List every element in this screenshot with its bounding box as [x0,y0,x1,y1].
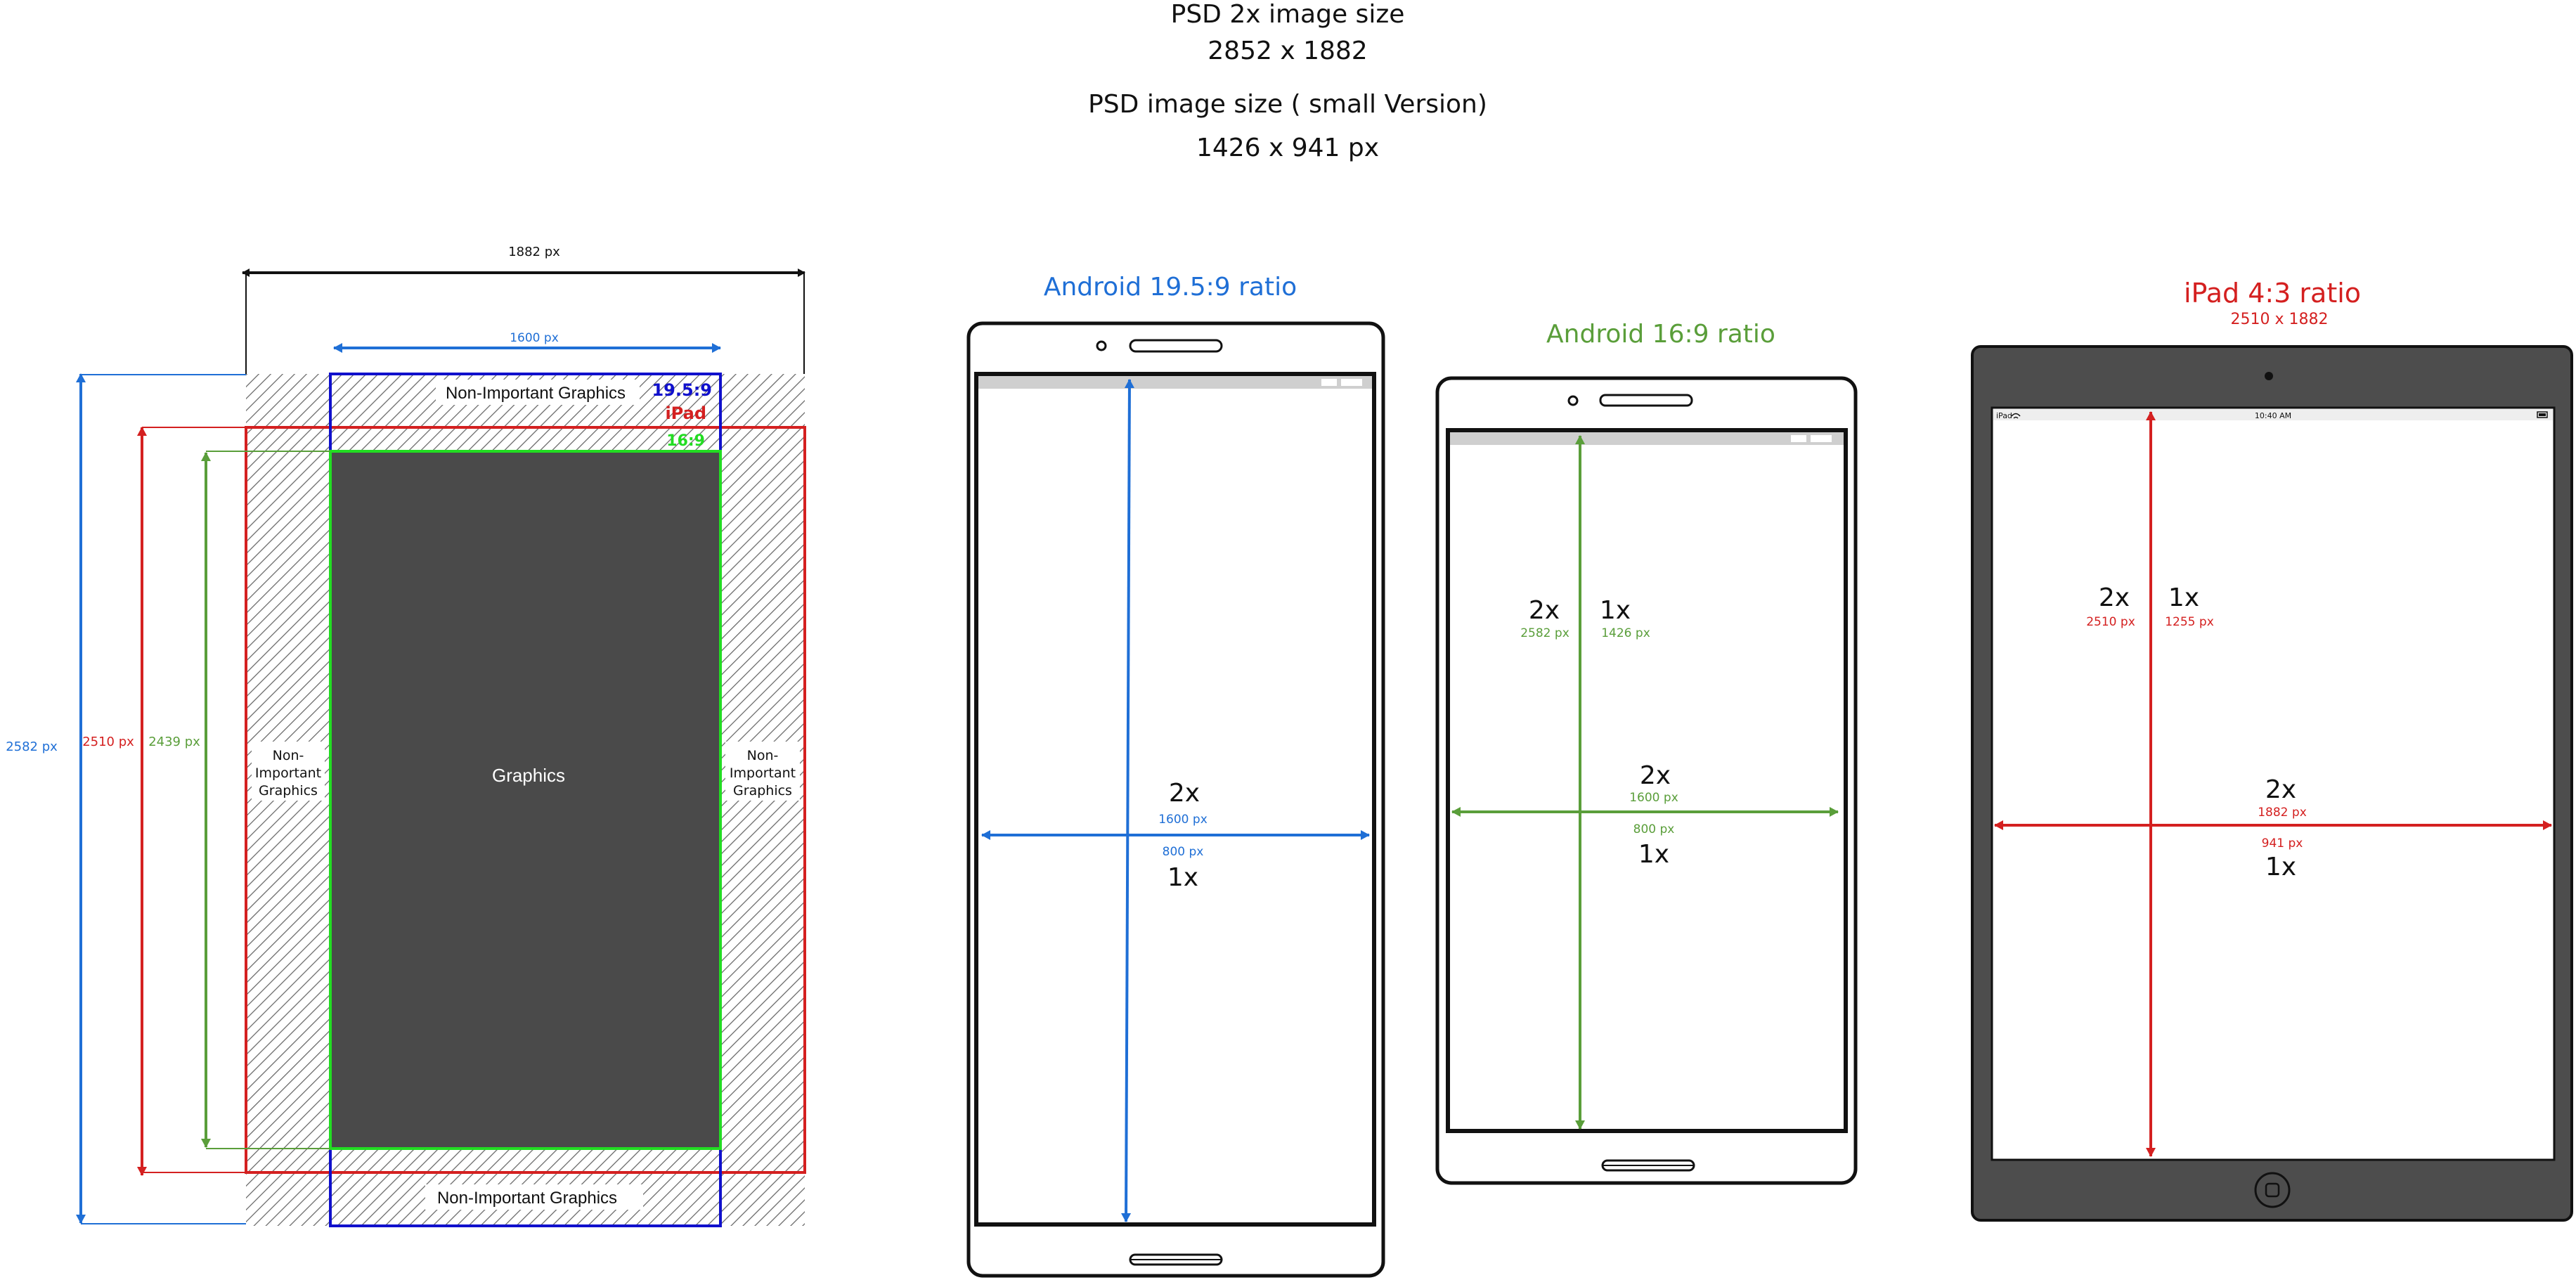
android-195-1x: 1x [1167,863,1198,892]
right-label-bg [725,742,800,801]
ipad-subtitle: 2510 x 1882 [2231,311,2329,328]
top-label-bg [436,380,640,405]
ipad-safe-rect [245,426,806,1174]
android-169-v-2x: 2x [1529,596,1560,625]
tag-169: 16:9 [666,432,705,450]
wifi-icon [2011,413,2021,419]
ipad-v-2x: 2x [2099,583,2130,612]
psd-small-value: 1426 x 941 px [1196,134,1379,162]
graphics-label: Graphics [492,765,565,786]
speaker-icon [1129,339,1223,353]
height-red-label: 2510 px [82,735,134,749]
ipad-h-941: 941 px [2262,836,2303,851]
bottom-label-bg [425,1184,643,1210]
ipad-h-1882: 1882 px [2258,806,2307,820]
android-195-device: Android 19.5:9 ratio 2x 1600 px 800 px 1… [966,273,1385,1278]
android-169-status-bar [1450,432,1844,445]
camera-icon [1096,340,1107,351]
android-169-h-1x: 1x [1638,840,1669,869]
android-195-status-bar [978,376,1372,389]
psd-small-label: PSD image size ( small Version) [1088,90,1487,119]
ipad-h-2x: 2x [2265,775,2296,804]
android-169-v-2582: 2582 px [1520,626,1569,640]
ipad-carrier: iPad [1996,411,2012,420]
right-label-line1: Non- [747,748,779,763]
tag-195: 19.5:9 [652,380,712,400]
ipad-v-2510: 2510 px [2086,615,2135,629]
android-195-title: Android 19.5:9 ratio [1044,273,1297,302]
tag-ipad: iPad [665,403,706,423]
right-label-line3: Graphics [733,783,792,799]
android-195-screen [974,372,1376,1227]
android-169-h-800: 800 px [1633,822,1675,836]
android-169-title: Android 16:9 ratio [1546,320,1775,349]
android-195-1600: 1600 px [1158,813,1208,827]
camera-icon [1567,395,1579,406]
ipad-screen [1991,406,2556,1161]
ipad-title: iPad 4:3 ratio [2184,278,2361,309]
android-169-device: Android 16:9 ratio 2x 2582 px 1x 1426 px… [1435,320,1858,1185]
battery-icon [2537,411,2548,418]
height-blue-label: 2582 px [6,739,58,754]
height-green-label: 2439 px [148,735,200,749]
width-total-label: 1882 px [508,245,560,259]
psd-2x-label: PSD 2x image size [1171,0,1405,29]
left-label-line3: Graphics [259,783,318,799]
signal-icon [1791,435,1832,442]
android-169-h-2x: 2x [1640,761,1671,790]
header: PSD 2x image size 2852 x 1882 PSD image … [1088,0,1487,162]
layout-diagram: 1882 px 1600 px Non-Important Graphics N… [6,245,806,1227]
android-169-screen [1446,428,1848,1133]
ipad-v-1x: 1x [2168,583,2199,612]
left-label-line1: Non- [273,748,304,763]
ipad-device: iPad 4:3 ratio 2510 x 1882 iPad 10:40 AM… [1971,278,2573,1222]
left-label-bg [252,742,325,801]
width-inner-label: 1600 px [510,331,559,345]
speaker-icon [1599,394,1693,407]
camera-icon [2265,372,2273,380]
graphics-area [329,450,722,1150]
ipad-time: 10:40 AM [2255,411,2291,420]
home-button-icon [2254,1172,2291,1208]
android-195-800: 800 px [1163,845,1204,859]
android-169-h-1600: 1600 px [1629,791,1678,805]
left-label-line2: Important [255,765,321,781]
ipad-h-1x: 1x [2265,853,2296,881]
ipad-status-bar [1993,409,2553,420]
ipad-v-1255: 1255 px [2165,615,2214,629]
psd-2x-value: 2852 x 1882 [1208,37,1367,65]
signal-icon [1321,379,1362,386]
android-195-v-arrow [1121,379,1134,1222]
right-label-line2: Important [730,765,796,781]
top-non-important-label: Non-Important Graphics [446,384,626,403]
android-169-v-1x: 1x [1600,596,1631,625]
android-169-v-1426: 1426 px [1601,626,1650,640]
bottom-non-important-label: Non-Important Graphics [437,1189,617,1208]
android-195-2x: 2x [1169,779,1200,808]
